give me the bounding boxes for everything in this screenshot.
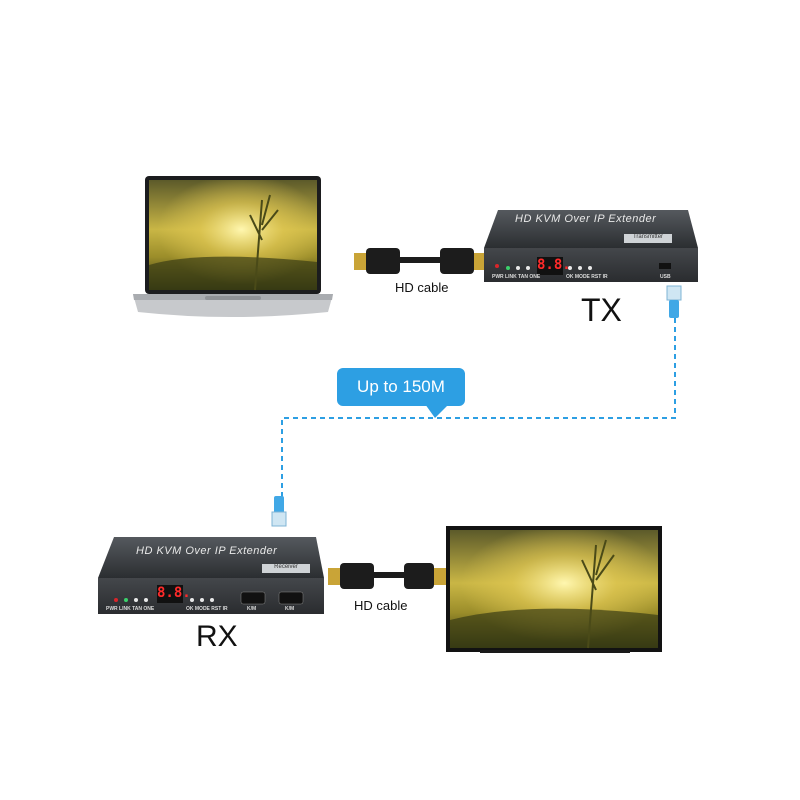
cable-label-top: HD cable	[395, 280, 449, 295]
rx-led-labels-left: PWR LINK TAN ONE	[106, 606, 155, 612]
distance-callout: Up to 150M	[337, 368, 465, 418]
rx-led-labels-right: OK MODE RST IR	[186, 606, 228, 612]
tx-led-labels-left: PWR LINK TAN ONE	[492, 274, 541, 280]
rx-brand-plate: Receiver	[262, 564, 310, 573]
rj45-plug-top	[666, 285, 682, 318]
tx-device-title: HD KVM Over IP Extender	[515, 213, 657, 225]
hdmi-cable-top	[354, 248, 486, 274]
rx-device-title: HD KVM Over IP Extender	[136, 545, 278, 557]
laptop	[133, 176, 333, 317]
tx-segment-display: 8.8.	[537, 257, 571, 275]
rj45-plug-bottom	[271, 496, 287, 527]
rx-label: RX	[196, 620, 238, 653]
network-line	[281, 318, 676, 500]
rx-segment-display: 8.8.	[157, 585, 191, 603]
rx-port-label-2: K/M	[285, 606, 295, 612]
television	[446, 526, 662, 653]
rx-port-label-1: K/M	[247, 606, 257, 612]
tx-usb-label: USB	[660, 274, 671, 280]
tx-brand-plate: Transmitter	[624, 234, 672, 243]
hdmi-cable-bottom	[328, 563, 446, 589]
tx-label: TX	[581, 292, 622, 328]
cable-label-bottom: HD cable	[354, 598, 408, 613]
tx-led-labels-right: OK MODE RST IR	[566, 274, 608, 280]
